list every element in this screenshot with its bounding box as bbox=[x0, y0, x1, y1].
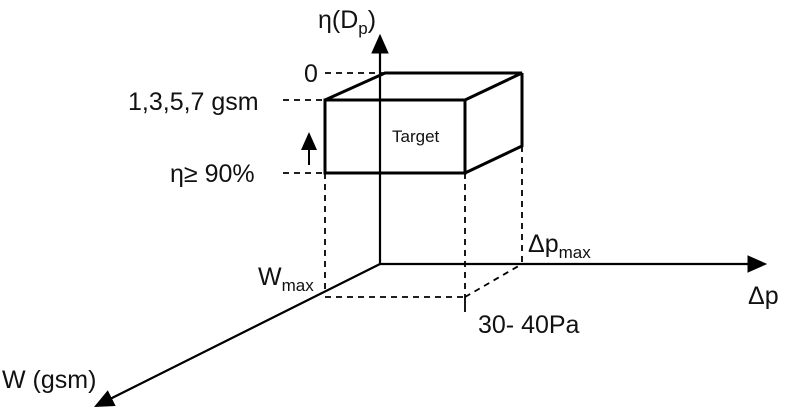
dp-max-sub: max bbox=[558, 242, 591, 262]
y-axis-label: η(Dp) bbox=[318, 6, 377, 37]
pressure-label: 30- 40Pa bbox=[478, 311, 580, 339]
y-axis-label-sub: p bbox=[358, 18, 368, 38]
gsm-levels-label: 1,3,5,7 gsm bbox=[128, 88, 259, 116]
w-max-main: W bbox=[258, 263, 282, 291]
w-axis-label: W (gsm) bbox=[2, 366, 97, 394]
w-max-sub: max bbox=[281, 275, 314, 295]
y-axis-label-end: ) bbox=[367, 6, 377, 34]
efficiency-label: η≥ 90% bbox=[170, 160, 255, 188]
x-axis-label: Δp bbox=[748, 282, 779, 310]
floor-right bbox=[464, 263, 523, 298]
dp-max-label: Δpmax bbox=[528, 230, 591, 261]
w-axis bbox=[94, 263, 381, 407]
box-front-face bbox=[323, 98, 467, 175]
y-axis-label-main: η(D bbox=[318, 6, 359, 34]
zero-label: 0 bbox=[304, 60, 318, 88]
box-top-face bbox=[324, 71, 523, 102]
w-max-label: Wmax bbox=[258, 263, 314, 294]
dp-max-main: Δp bbox=[528, 230, 559, 258]
target-label: Target bbox=[392, 127, 440, 146]
